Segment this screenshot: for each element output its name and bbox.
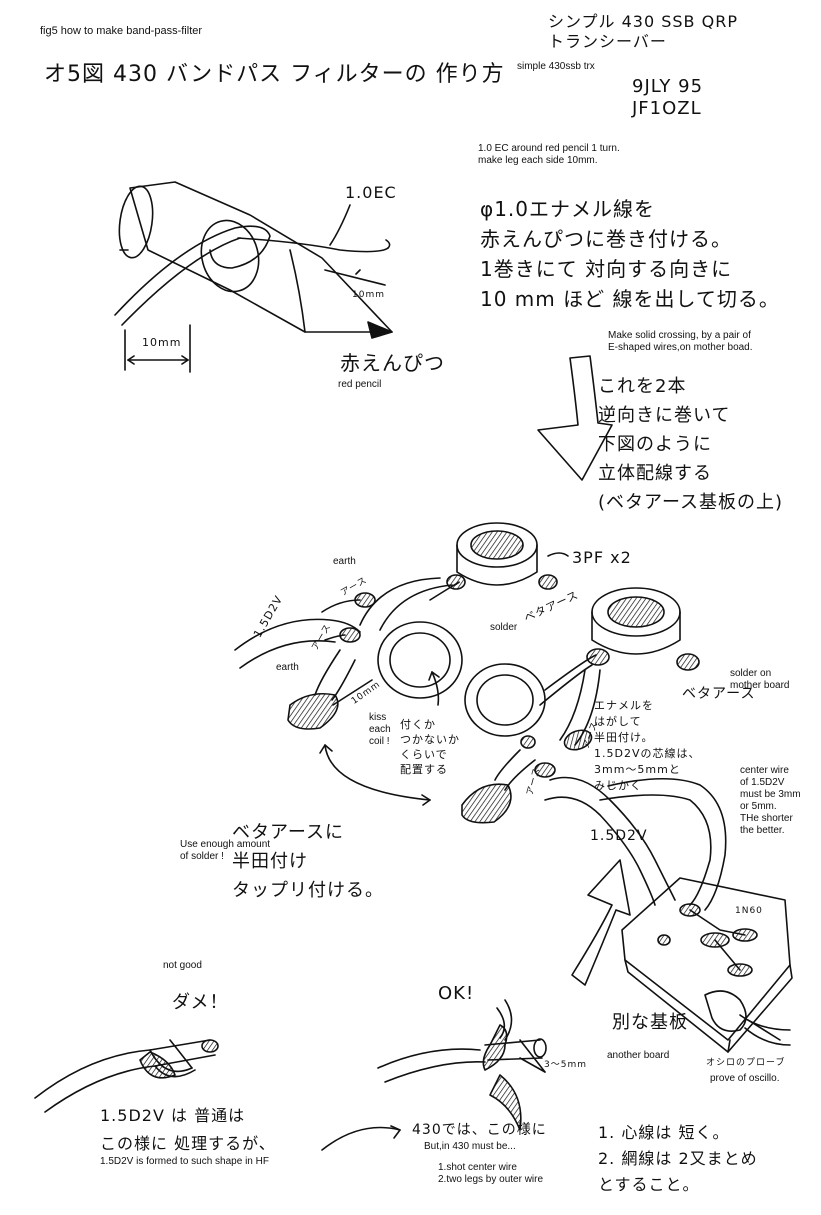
center-wire-dimension: 3〜5mm — [544, 1060, 587, 1070]
not-good-coax-drawing — [34, 1039, 401, 1151]
uhf-coax-note-english: But,in 430 must be... — [424, 1141, 516, 1152]
step1-note-english: 1.0 EC around red pencil 1 turn. make le… — [478, 143, 620, 166]
beta-earth-label-b: ベタアース — [682, 686, 756, 702]
down-arrow — [537, 355, 613, 481]
another-board-label: 別な基板 — [612, 1012, 688, 1033]
uhf-coax-note: 430では、この様に — [412, 1122, 547, 1138]
another-board-drawing — [571, 859, 793, 1053]
author-callsign: 9JLY 95 JF1OZL — [632, 76, 704, 119]
solder-note: ベタアースに 半田付け タップリ付ける。 — [232, 822, 384, 901]
capacitor-label: 3PF x2 — [572, 548, 632, 567]
solder-label: solder — [490, 622, 518, 633]
hf-coax-note-english: 1.5D2V is formed to such shape in HF — [100, 1156, 269, 1167]
diode-label: 1N60 — [735, 906, 763, 916]
not-good-label-english: not good — [163, 960, 202, 971]
solder-on-mother-board: solder on mother board — [730, 668, 790, 691]
red-pencil-drawing — [114, 181, 393, 373]
ok-coax-drawing — [377, 999, 547, 1131]
caption-english: fig5 how to make band-pass-filter — [40, 25, 203, 37]
wire-label: 1.0EC — [345, 183, 397, 202]
probe-label-english: prove of oscillo. — [710, 1073, 780, 1084]
enamel-note: エナメルを はがして 半田付け。 1.5D2Vの芯線は、 3mm〜5mmと みじ… — [594, 699, 701, 792]
tip-dimension: 10mm — [352, 290, 385, 300]
kiss-label: 付くか つかないか くらいで 配置する — [400, 718, 460, 776]
red-pencil-label-english: red pencil — [338, 379, 382, 390]
rules-english: 1.shot center wire 2.two legs by outer w… — [438, 1162, 544, 1185]
coax-label-right: 1.5D2V — [590, 828, 648, 844]
page-title: オ5図 430 バンドパス フィルターの 作り方 — [44, 62, 505, 87]
another-board-label-english: another board — [607, 1050, 670, 1061]
solder-note-english: Use enough amount of solder ! — [180, 839, 271, 862]
rules-note: 1. 心線は 短く。 2. 網線は 2又まとめ とすること。 — [598, 1123, 758, 1194]
center-wire-note-english: center wire of 1.5D2V must be 3mm or 5mm… — [740, 765, 801, 836]
step2-note-english: Make solid crossing, by a pair of E-shap… — [608, 330, 753, 353]
leg-dimension: 10mm — [142, 336, 182, 349]
bandpass-filter-drawing — [234, 522, 727, 911]
ok-label: OK! — [438, 983, 475, 1004]
step2-note: これを2本 逆向きに巻いて 下図のように 立体配線する (ベタアース基板の上) — [598, 376, 784, 513]
not-good-label: ダメ！ — [172, 992, 229, 1013]
earth-label-left: earth — [276, 662, 299, 673]
project-title: シンプル 430 SSB QRP トランシーバー — [548, 12, 738, 51]
project-title-english: simple 430ssb trx — [517, 61, 595, 72]
red-pencil-label: 赤えんぴつ — [340, 351, 445, 375]
step1-note: φ1.0エナメル線を 赤えんぴつに巻き付ける。 1巻きにて 対向する向きに 10… — [480, 197, 780, 311]
kiss-label-english: kiss each coil ! — [369, 712, 391, 747]
probe-label: オシロのプローブ — [706, 1058, 786, 1068]
earth-label-top: earth — [333, 556, 356, 567]
hf-coax-note: 1.5D2V は 普通は この様に 処理するが、 — [100, 1106, 276, 1153]
